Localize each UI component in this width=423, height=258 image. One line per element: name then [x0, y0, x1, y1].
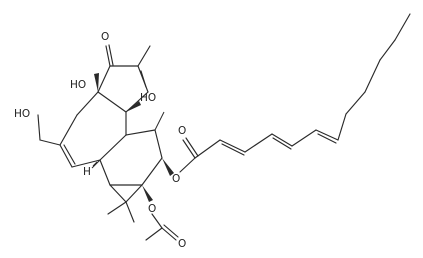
atom-h: H	[83, 166, 91, 178]
atom-ho-ch2: HO	[14, 108, 30, 120]
acetate-group	[145, 213, 179, 241]
cyclopentenone-ring	[97, 44, 151, 113]
atom-oh-mid: HO	[140, 92, 156, 104]
cyclopropane-ring	[107, 184, 143, 223]
atom-o-acetate: O	[148, 203, 156, 215]
cyclohexane-ring	[99, 111, 165, 186]
wedge-ester-o	[162, 158, 174, 176]
atom-o-ester: O	[172, 173, 180, 185]
atom-o-ketone: O	[101, 31, 109, 43]
atom-oh-left: HO	[70, 79, 86, 91]
hash-h	[91, 159, 101, 169]
wedge-acetate-o	[142, 185, 153, 202]
atom-o-ester-carbonyl: O	[178, 125, 186, 137]
wedge-oh-mid	[126, 101, 141, 112]
atom-o-acetate-carbonyl: O	[178, 238, 186, 250]
wedge-oh-left	[94, 73, 99, 92]
ester-side-chain	[179, 13, 411, 173]
cycloheptene-ring	[37, 91, 127, 168]
